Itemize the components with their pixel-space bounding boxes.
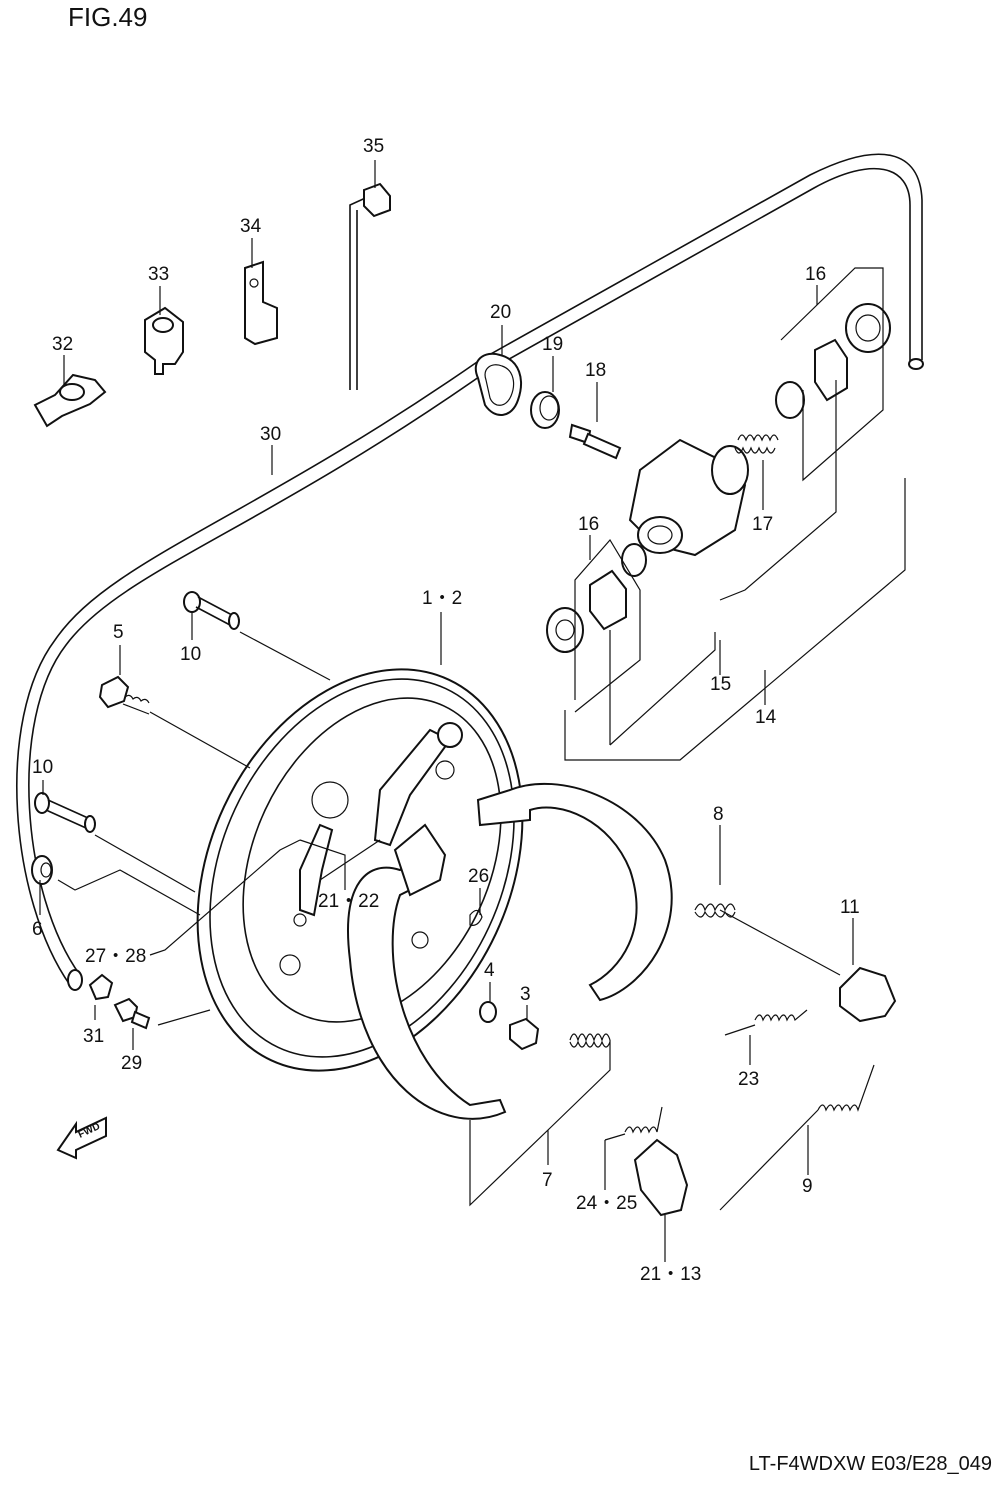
wheel-cylinder-15 [628,438,749,557]
bolt-10-lower [34,792,96,833]
callout-32: 32 [52,334,73,355]
callout-14: 14 [755,707,777,728]
pin-26 [469,909,483,926]
callout-10-upper: 10 [180,644,201,665]
callout-19: 19 [542,334,563,355]
model-code: LT-F4WDXW E03/E28_049 [748,1453,992,1475]
group-brackets [564,267,906,761]
callout-16-upper: 16 [805,264,826,285]
grommet-6 [31,855,53,885]
adjuster-21-22 [373,722,463,847]
fwd-arrow-icon: FWD [56,1116,107,1160]
bleeder-18 [568,423,622,460]
callout-21-22: 21・22 [318,891,379,912]
bolt-10-upper [183,591,240,630]
spring-8 [694,903,736,918]
brake-shoe-7 [347,782,673,1120]
callout-18: 18 [585,360,606,381]
callout-29: 29 [121,1053,142,1074]
callout-21-13: 21・13 [640,1264,701,1285]
spring-lower-shoe [569,1033,611,1048]
callout-27-28: 27・28 [85,946,146,967]
brake-pipe-30 [16,153,924,991]
cap-19 [530,391,560,429]
piston-kit-16-upper [775,303,891,419]
callout-4: 4 [484,960,495,981]
washer-4 [479,1001,497,1023]
callout-6: 6 [32,919,43,940]
callout-33: 33 [148,264,169,285]
callout-35: 35 [363,136,384,157]
clamp-34 [244,260,278,346]
nipple-29 [113,997,151,1030]
clip-11 [839,966,897,1023]
callout-24-25: 24・25 [576,1193,637,1214]
callout-5: 5 [113,622,124,643]
spring-23 [724,1009,808,1036]
backing-plate-1-2 [196,668,524,1072]
callout-10-lower: 10 [32,757,53,778]
clamp-33 [144,306,184,375]
leader-lines [39,160,854,1262]
callout-26: 26 [468,866,489,887]
callout-15: 15 [710,674,731,695]
bolt-3 [509,1017,540,1051]
callout-1-2: 1・2 [422,588,462,609]
callout-8: 8 [713,804,724,825]
bolt-5 [98,675,150,715]
clamp-32 [33,373,107,428]
spring-17 [734,434,779,454]
figure-title: FIG.49 [68,2,148,32]
callout-20: 20 [490,302,511,323]
callout-11: 11 [840,897,860,918]
callout-9: 9 [802,1176,813,1197]
piston-kit-16-lower [546,543,647,653]
clip-21-13 [633,1138,689,1217]
callout-3: 3 [520,984,531,1005]
callout-7: 7 [542,1170,553,1191]
callout-31: 31 [83,1026,104,1047]
callout-16-lower: 16 [578,514,599,535]
clip-31 [88,973,114,1001]
clamp-35 [349,182,391,390]
callout-23: 23 [738,1069,759,1090]
spring-9 [719,1064,875,1211]
callout-34: 34 [240,216,262,237]
callout-30: 30 [260,424,281,445]
gasket-20 [474,352,522,416]
spring-24-25 [604,1106,663,1141]
callout-17: 17 [752,514,773,535]
callout-labels: 35 34 33 32 30 20 19 18 16 16 17 15 14 1… [32,136,860,1285]
